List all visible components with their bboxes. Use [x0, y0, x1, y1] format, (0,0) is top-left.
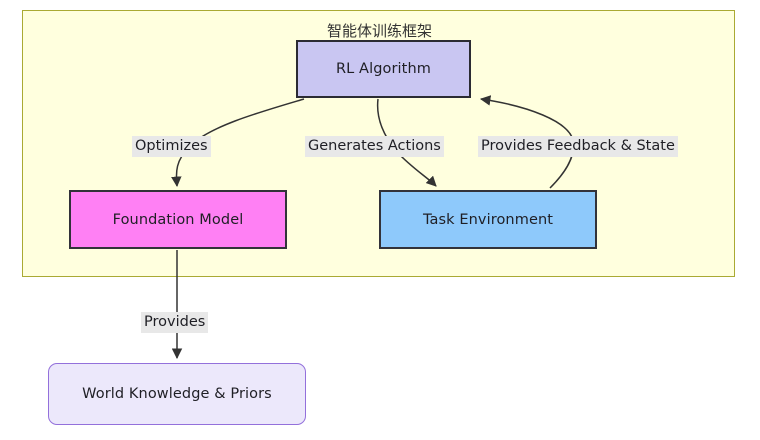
node-rl-algorithm[interactable]: RL Algorithm: [296, 40, 471, 98]
node-world-knowledge-priors-label: World Knowledge & Priors: [82, 386, 272, 402]
subgraph-title: 智能体训练框架: [326, 22, 432, 40]
node-world-knowledge-priors[interactable]: World Knowledge & Priors: [48, 363, 306, 425]
edge-label-generates-actions: Generates Actions: [305, 136, 444, 157]
node-foundation-model[interactable]: Foundation Model: [69, 190, 287, 249]
edge-label-provides: Provides: [141, 312, 209, 333]
node-task-environment-label: Task Environment: [422, 211, 554, 228]
node-rl-algorithm-label: RL Algorithm: [336, 61, 431, 77]
node-task-environment[interactable]: Task Environment: [379, 190, 597, 249]
edge-label-optimizes: Optimizes: [132, 136, 211, 157]
node-foundation-model-label: Foundation Model: [112, 211, 244, 228]
edge-label-provides-feedback-state: Provides Feedback & State: [478, 136, 678, 157]
